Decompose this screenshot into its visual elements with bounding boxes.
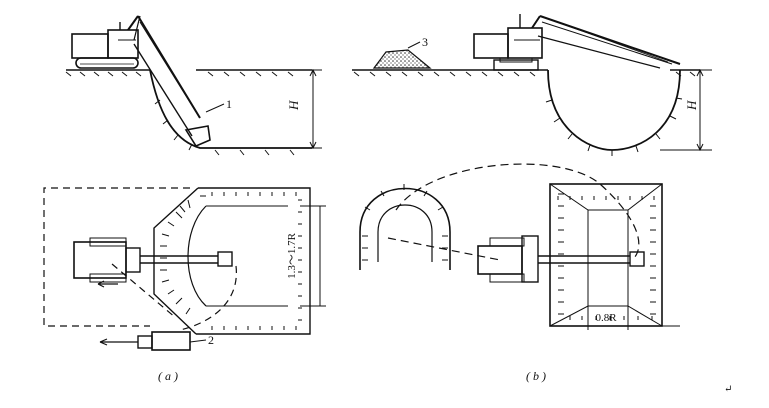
width-dimension-b xyxy=(550,306,680,330)
arch-trench-b xyxy=(359,187,451,270)
travel-arrow-a xyxy=(97,280,138,346)
height-label-b: H xyxy=(684,100,699,111)
swing-boundary-a xyxy=(43,187,190,327)
height-dimension-b xyxy=(660,68,712,152)
spoil-heap-3 xyxy=(372,49,432,69)
excavator-b xyxy=(473,14,681,71)
caption-a: ( a ) xyxy=(158,369,178,383)
part-label-2: 2 xyxy=(208,333,214,347)
excavator-plan-a xyxy=(73,237,233,283)
width-dimension-a xyxy=(300,205,326,307)
panel-b-plan: 0.8R xyxy=(359,163,680,330)
swing-arc-a xyxy=(179,265,237,331)
height-label-a: H xyxy=(286,100,301,111)
width-label-a: 1.3～1.7R xyxy=(286,232,298,278)
caption-b: ( b ) xyxy=(526,369,546,383)
pit-plan-b xyxy=(549,183,663,327)
pit-b xyxy=(547,69,681,151)
panel-b-elevation: 3 xyxy=(352,14,712,156)
swing-arc-b xyxy=(395,163,640,261)
excavator-a xyxy=(71,15,211,148)
panel-a-plan: 2 1.3～1.7R xyxy=(43,187,326,351)
truck-2 xyxy=(137,331,191,351)
excavator-plan-b xyxy=(477,235,645,283)
part-label-3: 3 xyxy=(422,35,428,49)
trench-a xyxy=(149,69,312,149)
panel-a-elevation: 1 H xyxy=(65,15,322,156)
part-label-1: 1 xyxy=(226,97,232,111)
return-mark: ↵ xyxy=(724,384,732,395)
width-label-b: 0.8R xyxy=(595,312,617,324)
height-dimension-a xyxy=(300,68,322,150)
